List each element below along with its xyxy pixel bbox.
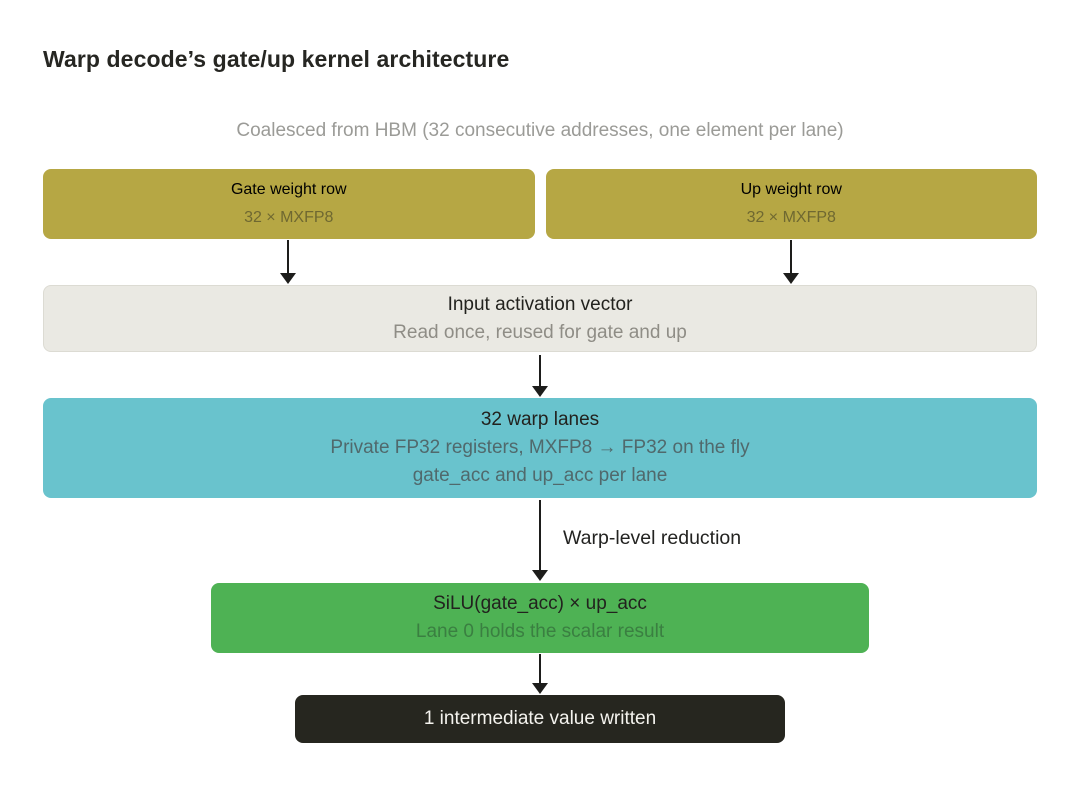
node-gate-weight-row: Gate weight row 32 × MXFP8 — [43, 169, 535, 239]
node-title: Gate weight row — [230, 181, 347, 198]
node-output-value: 1 intermediate value written — [295, 695, 785, 743]
node-input-activation: Input activation vector Read once, reuse… — [43, 285, 1037, 352]
node-up-weight-row: Up weight row 32 × MXFP8 — [545, 169, 1037, 239]
node-subtitle: Lane 0 holds the scalar result — [415, 621, 665, 642]
node-detail: gate_acc and up_acc per lane — [412, 465, 668, 486]
node-title: 1 intermediate value written — [423, 708, 657, 729]
node-title: Up weight row — [740, 181, 842, 198]
diagram-subtitle: Coalesced from HBM (32 consecutive addre… — [236, 120, 844, 141]
node-warp-lanes: 32 warp lanes Private FP32 registers, MX… — [43, 398, 1037, 498]
node-title: 32 warp lanes — [480, 409, 600, 430]
down-arrow-icon — [280, 240, 296, 284]
down-arrow-icon — [532, 500, 548, 581]
node-title: SiLU(gate_acc) × up_acc — [433, 593, 647, 614]
node-title: Input activation vector — [447, 293, 633, 315]
down-arrow-icon — [532, 355, 548, 397]
node-silu-multiply: SiLU(gate_acc) × up_acc Lane 0 holds the… — [211, 583, 869, 653]
node-subtitle: Private FP32 registers, MXFP8 → FP32 on … — [330, 437, 750, 458]
weight-row-group: Gate weight row 32 × MXFP8 Up weight row… — [43, 169, 1037, 239]
reduction-edge-label: Warp-level reduction — [563, 527, 742, 549]
node-subtitle: Read once, reused for gate and up — [393, 321, 687, 343]
page-title: Warp decode’s gate/up kernel architectur… — [43, 46, 510, 72]
node-subtitle: 32 × MXFP8 — [244, 209, 334, 226]
down-arrow-icon — [783, 240, 799, 284]
down-arrow-icon — [532, 654, 548, 694]
node-subtitle: 32 × MXFP8 — [746, 209, 836, 226]
